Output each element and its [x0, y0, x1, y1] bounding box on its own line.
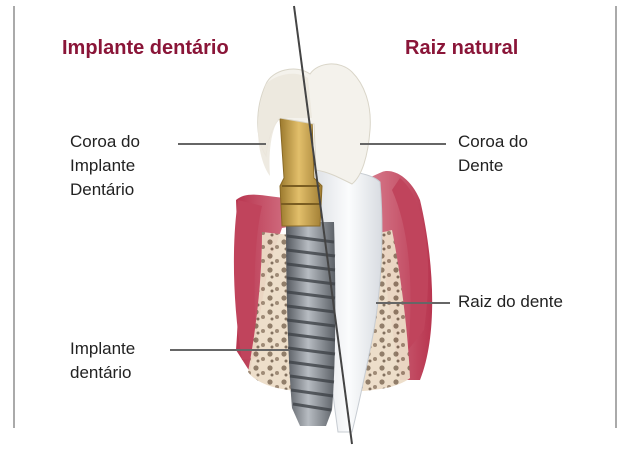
label-tooth-crown: Coroa do Dente [458, 130, 528, 178]
label-implant-crown-line3: Dentário [70, 178, 140, 202]
implant-screw [286, 222, 335, 426]
label-implant-line1: Implante [70, 337, 135, 361]
heading-implant: Implante dentário [62, 37, 229, 59]
label-tooth-crown-line2: Dente [458, 154, 528, 178]
label-implant-line2: dentário [70, 361, 135, 385]
label-implant: Implante dentário [70, 337, 135, 385]
label-implant-crown-line2: Implante [70, 154, 140, 178]
heading-natural-root: Raiz natural [405, 37, 518, 59]
label-tooth-crown-line1: Coroa do [458, 130, 528, 154]
label-implant-crown: Coroa do Implante Dentário [70, 130, 140, 202]
label-tooth-root: Raiz do dente [458, 290, 563, 314]
label-implant-crown-line1: Coroa do [70, 130, 140, 154]
